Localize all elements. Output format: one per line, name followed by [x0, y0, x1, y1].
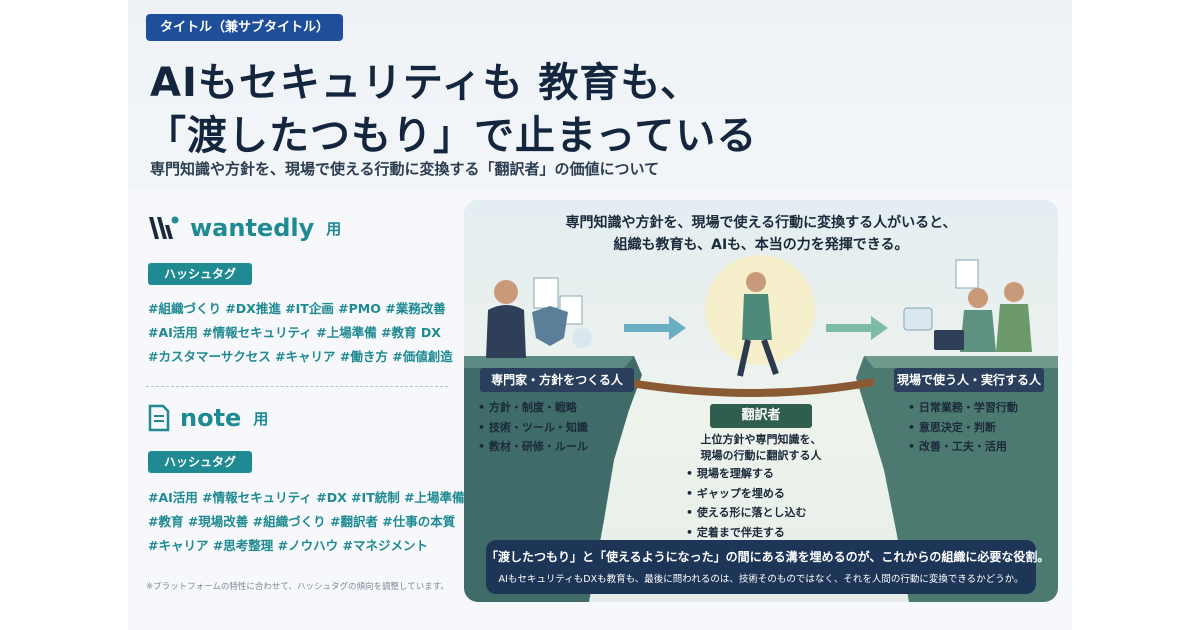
section-divider — [146, 386, 448, 387]
page-margin-right — [1072, 0, 1200, 630]
translator-item: 使える形に落とし込む — [686, 503, 807, 523]
infographic-canvas: タイトル（兼サブタイトル） AIもセキュリティも 教育も、 「渡したつもり」で止… — [128, 0, 1072, 630]
illustration-heading: 専門知識や方針を、現場で使える行動に変換する人がいると、 組織も教育も、AIも、… — [464, 212, 1058, 256]
wantedly-hashtag-label: ハッシュタグ — [148, 263, 253, 285]
wantedly-name: wantedly — [190, 214, 315, 242]
page-margin-left — [0, 0, 128, 630]
experts-item: 教材・研修・ルール — [478, 437, 588, 457]
wantedly-tag-row: #組織づくり #DX推進 #IT企画 #PMO #業務改善 — [148, 301, 446, 316]
translator-desc-line1: 上位方針や専門知識を、 — [700, 433, 822, 446]
conclusion-line1: 「渡したつもり」と「使えるようになった」の間にある溝を埋めるのが、これからの組織… — [486, 550, 1050, 564]
header: タイトル（兼サブタイトル） AIもセキュリティも 教育も、 「渡したつもり」で止… — [128, 0, 1072, 190]
bridge-illustration: 専門知識や方針を、現場で使える行動に変換する人がいると、 組織も教育も、AIも、… — [464, 200, 1058, 602]
note-tag-row: #AI活用 #情報セキュリティ #DX #IT統制 #上場準備 — [148, 490, 465, 505]
page-title-line2: 「渡したつもり」で止まっている — [146, 113, 758, 159]
experts-label: 専門家・方針をつくる人 — [480, 368, 634, 392]
note-suffix: 用 — [253, 409, 269, 428]
translator-item: 現場を理解する — [686, 464, 807, 484]
translator-item: ギャップを埋める — [686, 484, 807, 504]
note-name: note — [180, 404, 242, 432]
wantedly-tag-row: #カスタマーサクセス #キャリア #働き方 #価値創造 — [148, 349, 453, 364]
translator-desc-line2: 現場の行動に翻訳する人 — [700, 449, 822, 462]
field-label: 現場で使う人・実行する人 — [894, 368, 1044, 392]
field-list: 日常業務・学習行動 意思決定・判断 改善・工夫・活用 — [908, 398, 1018, 457]
illustration-heading-line1: 専門知識や方針を、現場で使える行動に変換する人がいると、 — [565, 215, 957, 231]
field-item: 改善・工夫・活用 — [908, 437, 1018, 457]
note-tag-row: #キャリア #思考整理 #ノウハウ #マネジメント — [148, 538, 428, 553]
footnote: ※プラットフォームの特性に合わせて、ハッシュタグの傾向を調整しています。 — [146, 582, 449, 592]
page-subtitle: 専門知識や方針を、現場で使える行動に変換する「翻訳者」の価値について — [150, 160, 660, 178]
field-item: 日常業務・学習行動 — [908, 398, 1018, 418]
translator-item: 定着まで伴走する — [686, 523, 807, 543]
note-logo-icon — [148, 404, 170, 432]
note-hashtag-label: ハッシュタグ — [148, 451, 253, 473]
wantedly-tag-row: #AI活用 #情報セキュリティ #上場準備 #教育 DX — [148, 325, 441, 340]
conclusion-band: 「渡したつもり」と「使えるようになった」の間にある溝を埋めるのが、これからの組織… — [486, 540, 1050, 594]
translator-list: 現場を理解する ギャップを埋める 使える形に落とし込む 定着まで伴走する — [686, 464, 807, 542]
experts-list: 方針・制度・戦略 技術・ツール・知識 教材・研修・ルール — [478, 398, 588, 457]
translator-description: 上位方針や専門知識を、 現場の行動に翻訳する人 — [678, 432, 844, 464]
experts-item: 技術・ツール・知識 — [478, 418, 588, 438]
title-badge: タイトル（兼サブタイトル） — [146, 14, 344, 41]
field-item: 意思決定・判断 — [908, 418, 1018, 438]
wantedly-suffix: 用 — [326, 219, 342, 238]
note-heading: note 用 — [148, 404, 268, 432]
note-tag-row: #教育 #現場改善 #組織づくり #翻訳者 #仕事の本質 — [148, 514, 456, 529]
page-title-line1: AIもセキュリティも 教育も、 — [150, 60, 702, 106]
wantedly-logo-icon — [149, 216, 179, 239]
translator-label: 翻訳者 — [710, 404, 812, 428]
wantedly-heading: wantedly 用 — [148, 214, 341, 242]
illustration-heading-line2: 組織も教育も、AIも、本当の力を発揮できる。 — [613, 237, 909, 253]
conclusion-line2: AIもセキュリティもDXも教育も、最後に問われるのは、技術そのものではなく、それ… — [498, 574, 1024, 585]
experts-item: 方針・制度・戦略 — [478, 398, 588, 418]
